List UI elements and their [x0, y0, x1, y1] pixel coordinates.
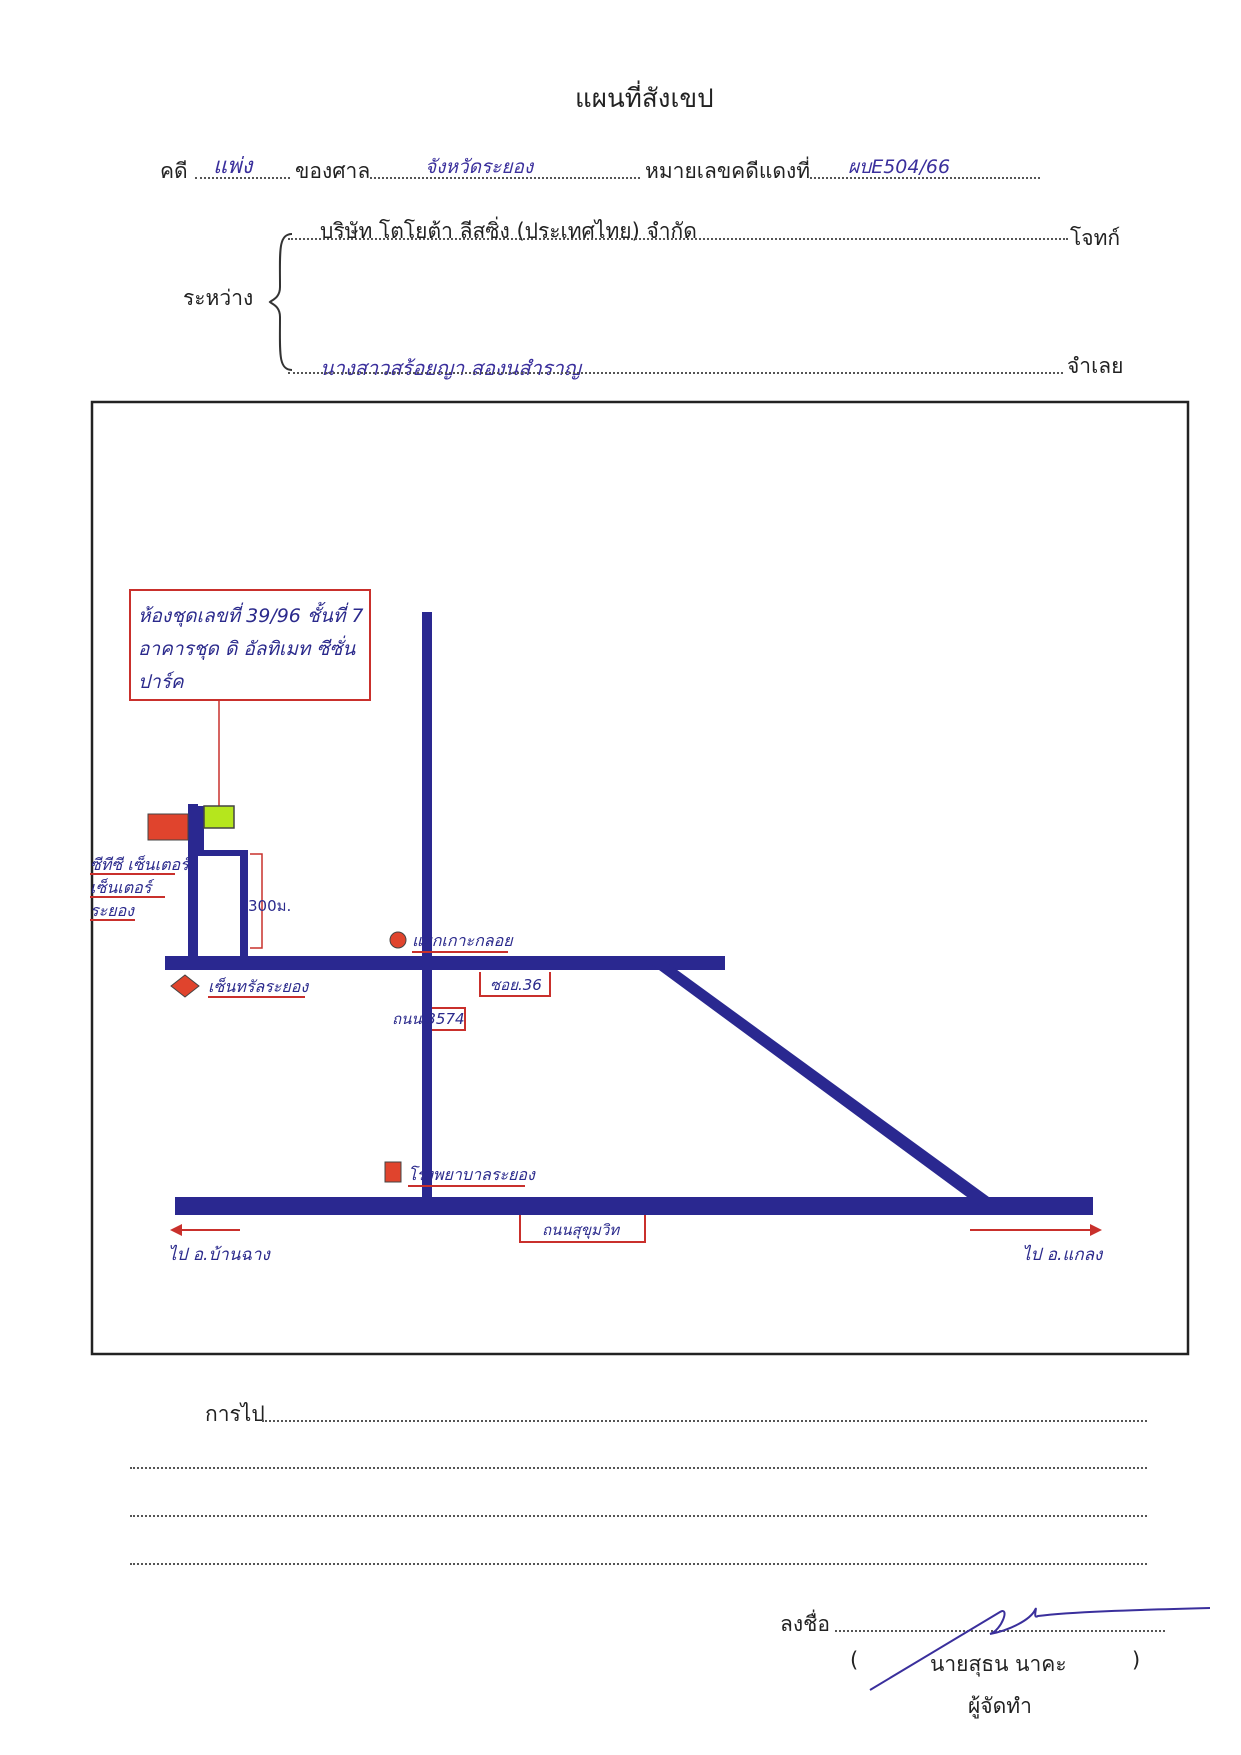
main-road-bottom: [175, 1197, 1093, 1215]
plaintiff-line: [288, 238, 1068, 240]
right-direction-label: ไป อ.แกลง: [1022, 1244, 1104, 1265]
sign-label: ลงชื่อ: [780, 1612, 830, 1636]
court-name-line: [370, 177, 640, 179]
roads: [165, 612, 1093, 1215]
right-direction-arrow: [970, 1224, 1102, 1236]
soi-box: [479, 972, 551, 997]
red-case-label: หมายเลขคดีแดงที่: [645, 159, 811, 183]
ctc-center-label-2: เซ็นเตอร์: [90, 878, 154, 897]
red-case-line: [810, 177, 1040, 179]
between-brace: [268, 233, 293, 371]
directions-line-3: [130, 1515, 1147, 1517]
soi-inner-horizontal: [198, 850, 246, 856]
court-label: ของศาล: [295, 159, 371, 183]
target-note-line1: ห้องชุดเลขที่ 39/96 ชั้นที่ 7: [138, 601, 363, 627]
directions-line-4: [130, 1563, 1147, 1565]
between-label: ระหว่าง: [183, 286, 254, 310]
page-title: แผนที่สังเขป: [575, 84, 714, 114]
signature-mark: [869, 1607, 1211, 1691]
directions-line-1: [262, 1420, 1147, 1422]
road-3574-label: ถนน.3574: [392, 1010, 465, 1028]
plaintiff-value: บริษัท โตโยต้า ลีสซิ่ง (ประเทศไทย) จำกัด: [320, 219, 697, 243]
directions-label: การไป: [205, 1402, 265, 1426]
intersection-label: แยกเกาะกลอย: [412, 931, 514, 950]
defendant-line: [288, 372, 1063, 374]
main-road-box: [519, 1215, 646, 1243]
soi-inner-vertical-2: [240, 850, 248, 960]
central-plaza-label: เซ็นทรัลระยอง: [208, 977, 309, 996]
left-direction-label: ไป อ.บ้านฉาง: [168, 1244, 271, 1265]
target-building-marker: [203, 805, 235, 829]
target-note-line3: ปาร์ค: [138, 671, 185, 693]
ctc-center-marker: [147, 813, 189, 841]
hospital-label: โรงพยาบาลระยอง: [408, 1165, 536, 1184]
left-direction-arrow: [170, 1224, 240, 1236]
road-top-horizontal: [165, 956, 725, 970]
ctc-center-label-1: ซีทีซี เซ็นเตอร์: [90, 855, 192, 874]
paren-open: (: [850, 1648, 859, 1672]
central-plaza-marker: [170, 974, 200, 998]
hospital-marker: [384, 1161, 402, 1183]
road-3574-vertical: [422, 612, 432, 1202]
case-label: คดี: [160, 159, 188, 183]
soi-inner-vertical: [198, 806, 204, 854]
distance-bracket: [250, 853, 263, 949]
paren-close: ): [1132, 1648, 1141, 1672]
main-road-label: ถนนสุขุมวิท: [542, 1221, 620, 1239]
ctc-center-label-3: ระยอง: [90, 901, 135, 920]
soi-left-vertical: [188, 804, 198, 964]
red-case-value: ผบE504/66: [848, 156, 951, 178]
target-note-box: [129, 589, 371, 701]
case-type-line: [195, 177, 290, 179]
sketch-map: ห้องชุดเลขที่ 39/96 ชั้นที่ 7 อาคารชุด ด…: [90, 400, 1190, 1356]
court-name-value: จังหวัดระยอง: [425, 156, 534, 178]
signer-name: นายสุธน นาคะ: [930, 1652, 1067, 1676]
defendant-value: นางสาวสร้อยญา สองนสำราญ: [320, 356, 581, 380]
case-type-value: แพ่ง: [213, 154, 253, 179]
target-note-line2: อาคารชุด ดิ อัลทิเมท ซีซั่น: [138, 635, 356, 660]
plaintiff-label: โจทก์: [1070, 226, 1121, 250]
map-frame: [90, 400, 1190, 1356]
diagonal-road: [640, 956, 1004, 1208]
road-3574-box: [432, 1007, 466, 1031]
directions-line-2: [130, 1467, 1147, 1469]
defendant-label: จำเลย: [1067, 354, 1124, 378]
distance-label: 300ม.: [248, 897, 291, 915]
intersection-marker: [389, 931, 407, 949]
signer-role: ผู้จัดทำ: [968, 1694, 1032, 1718]
soi-label: ซอย.36: [490, 976, 542, 994]
